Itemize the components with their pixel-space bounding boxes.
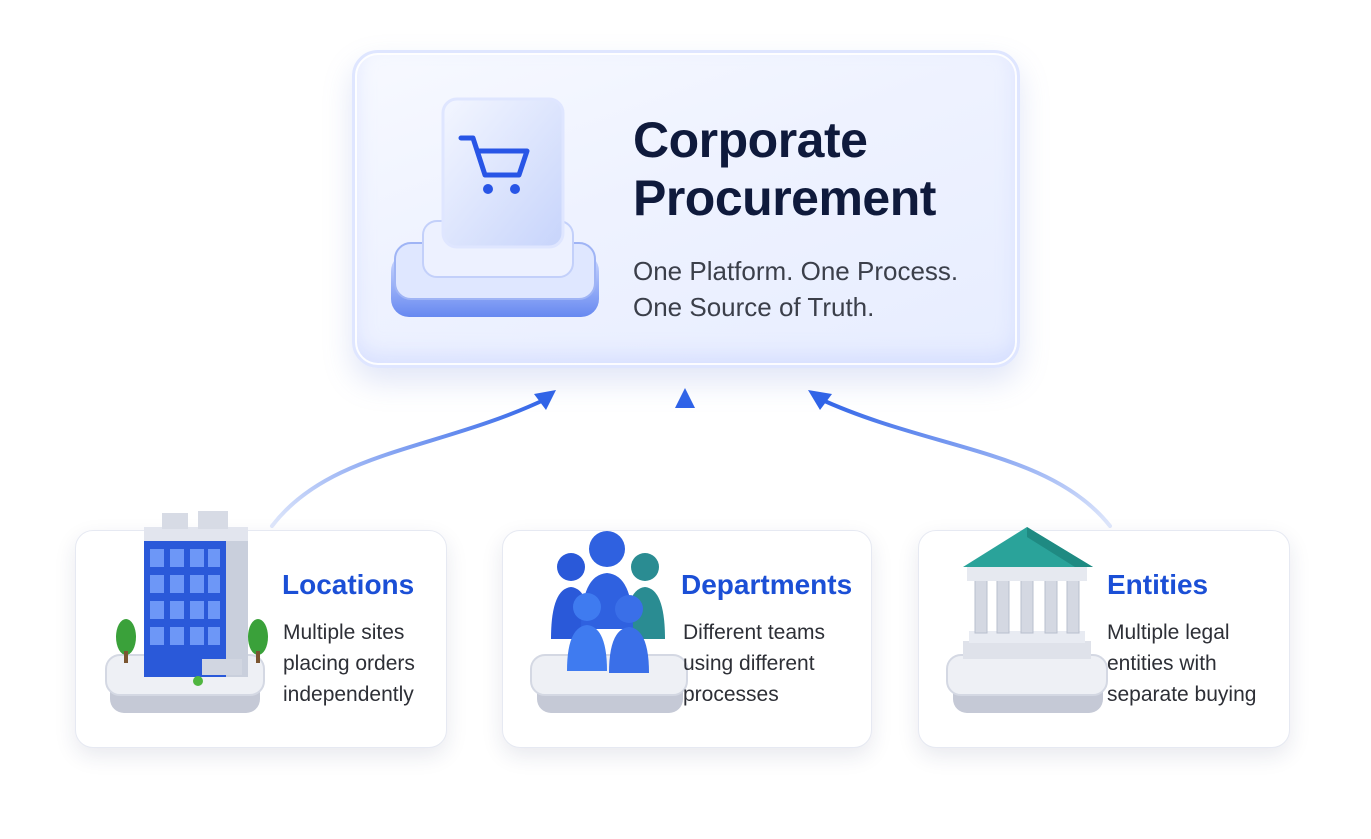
shopping-cart-icon — [391, 97, 599, 317]
card-departments-title: Departments — [681, 569, 853, 600]
card-departments: Departments Different teams using differ… — [502, 530, 872, 748]
bank-building-icon — [946, 527, 1108, 713]
hub-tagline-line1: One Platform. One Process. — [633, 256, 959, 286]
hub-tagline: One Platform. One Process. One Source of… — [633, 253, 1013, 325]
card-locations-desc: Multiple sites placing orders independen… — [283, 617, 483, 710]
card-locations-desc-line3: independently — [283, 683, 414, 706]
hub-card: Corporate Procurement One Platform. One … — [352, 50, 1020, 368]
card-departments-desc-line1: Different teams — [683, 621, 826, 644]
card-locations-desc-line1: Multiple sites — [283, 621, 405, 644]
card-departments-desc-line3: processes — [683, 683, 779, 706]
card-entities: Entities Multiple legal entities with se… — [918, 527, 1290, 748]
people-group-icon — [530, 531, 688, 713]
card-departments-desc-line2: using different — [683, 652, 815, 675]
card-locations-title: Locations — [282, 569, 415, 600]
card-entities-desc-line1: Multiple legal — [1107, 621, 1230, 644]
hub-title-line1: Corporate — [633, 112, 868, 168]
arrow-locations — [270, 396, 550, 528]
arrow-head-locations — [534, 390, 556, 410]
office-building-icon — [105, 511, 268, 713]
card-locations-desc-line2: placing orders — [283, 652, 415, 675]
hub-tagline-line2: One Source of Truth. — [633, 292, 875, 322]
card-entities-title: Entities — [1107, 569, 1209, 600]
hub-title: Corporate Procurement — [633, 111, 1013, 227]
hub-title-line2: Procurement — [633, 170, 936, 226]
arrow-entities — [816, 396, 1112, 528]
arrow-head-departments — [675, 388, 695, 408]
card-entities-desc-line2: entities with — [1107, 652, 1217, 675]
card-entities-desc-line3: separate buying — [1107, 683, 1257, 706]
card-entities-desc: Multiple legal entities with separate bu… — [1107, 617, 1307, 710]
card-locations: Locations Multiple sites placing orders … — [75, 511, 447, 748]
card-departments-desc: Different teams using different processe… — [683, 617, 883, 710]
arrow-head-entities — [808, 390, 832, 410]
